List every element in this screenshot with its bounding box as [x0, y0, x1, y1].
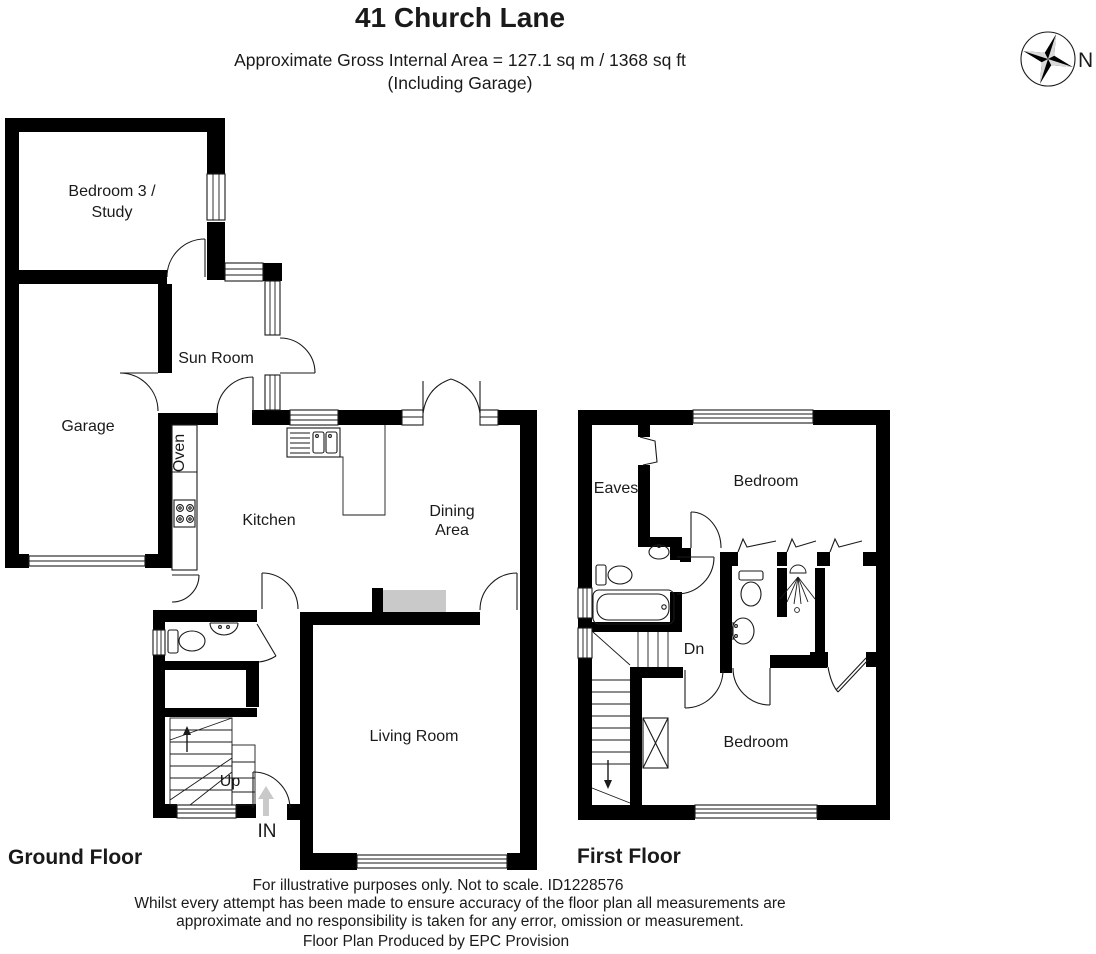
kitchen-sink-icon — [286, 427, 341, 458]
french-doors-dining — [422, 378, 481, 414]
window-living — [356, 854, 508, 869]
window-dining-left — [401, 409, 424, 426]
door-ff-eaves — [639, 436, 658, 466]
door-sunroom-external — [279, 337, 316, 374]
doors — [119, 238, 869, 809]
disclaimer-line3: approximate and no responsibility is tak… — [176, 913, 744, 930]
door-ff-bathroom — [676, 556, 715, 595]
label-bedroom-front: Bedroom — [734, 473, 799, 490]
label-garage: Garage — [61, 418, 114, 435]
door-ff-ensuite — [732, 667, 771, 706]
window-bedroom3 — [206, 173, 226, 221]
door-ff-closet — [827, 657, 869, 693]
label-sun-room: Sun Room — [178, 350, 254, 367]
first-floor-fixtures — [591, 544, 816, 804]
hob-icon — [173, 499, 196, 528]
subtitle-area: Approximate Gross Internal Area = 127.1 … — [234, 50, 686, 70]
window-kitchen — [289, 409, 339, 426]
hearth — [383, 590, 446, 612]
page-title: 41 Church Lane — [355, 2, 565, 33]
disclaimer-line2: Whilst every attempt has been made to en… — [134, 895, 785, 912]
label-dn: Dn — [684, 641, 704, 658]
first-floor-walls — [578, 410, 890, 820]
label-bedroom-back: Bedroom — [724, 734, 789, 751]
window-dining-right — [479, 409, 499, 426]
label-oven: Oven — [171, 434, 188, 472]
wc-basin-icon — [209, 622, 239, 636]
window-sunroom-right-1 — [264, 280, 281, 336]
label-in: IN — [258, 821, 277, 842]
window-hall — [176, 804, 237, 819]
wc-toilet-icon — [167, 629, 206, 654]
door-bedroom3 — [166, 238, 206, 278]
bathtub-icon — [592, 589, 675, 625]
windows — [28, 173, 818, 869]
label-living-room: Living Room — [370, 728, 459, 745]
oven-unit — [171, 424, 198, 571]
door-ff-back-bedroom — [684, 669, 724, 709]
ground-floor-title: Ground Floor — [8, 846, 142, 869]
door-dining-living — [479, 572, 518, 611]
door-hall — [261, 572, 299, 610]
garage-door — [28, 555, 146, 567]
shower-icon — [779, 564, 816, 613]
ground-floor-fixtures — [167, 424, 446, 816]
label-dining-line2: Area — [435, 522, 469, 539]
up-arrow-icon — [183, 726, 191, 752]
bathroom-toilet-icon — [595, 564, 633, 586]
door-ff-front-bedroom — [690, 511, 722, 549]
label-eaves: Eaves — [594, 480, 638, 497]
window-ff-front-bedroom — [692, 409, 814, 424]
window-sunroom-top — [224, 262, 264, 282]
door-wc — [256, 623, 277, 663]
label-bedroom3-line2: Study — [92, 204, 133, 221]
label-bedroom3-line1: Bedroom 3 / — [68, 183, 156, 200]
door-kitchen-hall — [171, 574, 200, 603]
stairs-up — [169, 717, 256, 806]
compass-north-label: N — [1078, 49, 1093, 72]
ensuite-basin-icon — [731, 617, 755, 645]
label-kitchen: Kitchen — [242, 512, 295, 529]
window-ff-back-bedroom — [694, 804, 818, 819]
subtitle-garage-note: (Including Garage) — [388, 73, 533, 93]
label-up: Up — [220, 773, 241, 790]
ground-floor-walls — [5, 118, 537, 870]
front-door — [252, 771, 291, 809]
bathroom-basin-icon — [648, 544, 670, 560]
stairs-down — [591, 631, 669, 804]
wardrobe-icon — [642, 717, 669, 769]
window-wc — [152, 629, 166, 656]
door-garage — [119, 372, 159, 412]
wardrobe-fold-doors — [737, 537, 863, 553]
window-ff-bathroom — [577, 587, 593, 619]
label-dining-line1: Dining — [429, 503, 474, 520]
entrance-arrow-icon — [258, 786, 274, 816]
ensuite-toilet-icon — [738, 570, 764, 607]
door-sunroom-kitchen — [216, 376, 254, 414]
disclaimer: For illustrative purposes only. Not to s… — [134, 877, 785, 950]
first-floor-title: First Floor — [577, 845, 681, 868]
kitchen-counter — [287, 425, 386, 516]
room-labels: Bedroom 3 / Study Garage Sun Room Oven K… — [61, 183, 798, 842]
window-ff-stairs — [577, 627, 593, 659]
disclaimer-line4: Floor Plan Produced by EPC Provision — [303, 933, 569, 950]
compass-icon: N — [1020, 31, 1093, 87]
disclaimer-line1: For illustrative purposes only. Not to s… — [252, 877, 623, 894]
down-arrow-icon — [604, 760, 612, 789]
window-sunroom-right-2 — [264, 374, 281, 411]
